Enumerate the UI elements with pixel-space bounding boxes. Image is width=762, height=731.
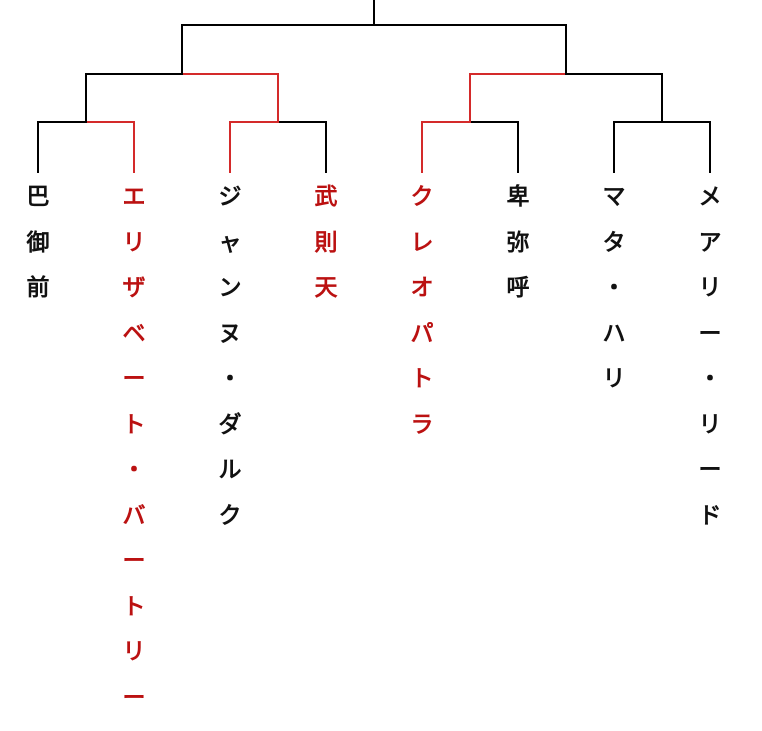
entrant-name-5: クレオパトラ (410, 184, 434, 438)
entrant-name-4: 武則天 (314, 184, 338, 301)
entrant-name-3: ジャンヌ・ダルク (218, 184, 242, 529)
entrant-name-6: 卑弥呼 (506, 184, 530, 301)
entrant-name-7: マタ・ハリ (602, 184, 626, 392)
entrant-name-8: メアリー・リード (698, 184, 722, 529)
entrant-name-2: エリザベート・バートリー (122, 184, 146, 711)
entrant-name-1: 巴御前 (26, 184, 50, 301)
